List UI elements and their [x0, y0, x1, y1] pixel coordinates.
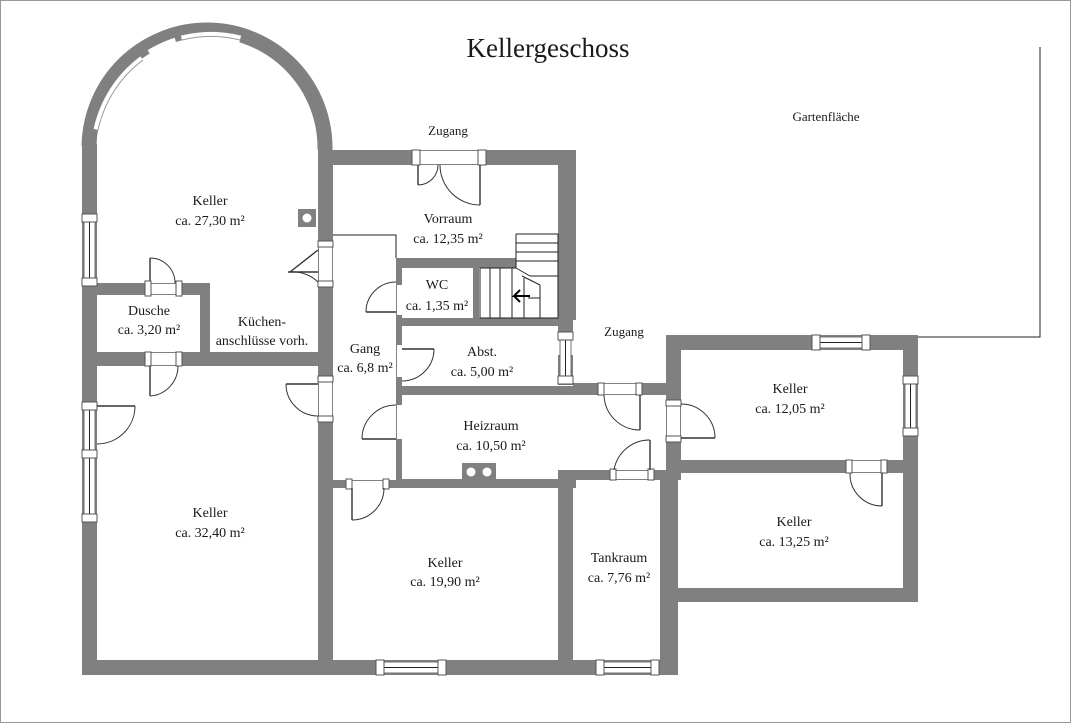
room-area: ca. 13,25 m²: [759, 535, 829, 550]
windows: [81, 213, 919, 676]
room-area: ca. 5,00 m²: [451, 365, 514, 380]
room-area: ca. 7,76 m²: [588, 571, 651, 586]
room-name: Dusche: [128, 304, 170, 319]
room-area: ca. 1,35 m²: [406, 299, 469, 314]
entrance-label-side: Zugang: [604, 324, 644, 339]
room-name: Keller: [193, 506, 228, 521]
chimney-icon: [298, 209, 316, 227]
room-name: Tankraum: [591, 551, 648, 566]
room-name: Abst.: [467, 345, 497, 360]
room-area: ca. 12,35 m²: [413, 232, 483, 247]
room-note: Küchen-: [238, 315, 287, 330]
room-area: ca. 27,30 m²: [175, 214, 245, 229]
room-name: Vorraum: [424, 212, 473, 227]
room-name: WC: [426, 278, 449, 293]
walls: [81, 22, 918, 675]
entrance-label-main: Zugang: [428, 123, 468, 138]
room-note: anschlüsse vorh.: [216, 334, 309, 349]
room-name: Keller: [193, 194, 228, 209]
boiler-icon: [462, 463, 496, 481]
room-area: ca. 10,50 m²: [456, 439, 526, 454]
doors: [96, 149, 888, 521]
room-area: ca. 32,40 m²: [175, 526, 245, 541]
room-name: Keller: [773, 382, 808, 397]
room-name: Gang: [350, 342, 380, 357]
garden-boundary: [918, 47, 1041, 338]
room-area: ca. 12,05 m²: [755, 402, 825, 417]
room-area: ca. 19,90 m²: [410, 575, 480, 590]
staircase: [479, 233, 559, 319]
room-area: ca. 3,20 m²: [118, 323, 181, 338]
arch-windows: [93, 31, 242, 132]
room-name: Keller: [428, 556, 463, 571]
page-title: Kellergeschoss: [467, 33, 630, 63]
labels: Kellergeschoss Gartenfläche Zugang Zugan…: [118, 33, 860, 590]
room-name: Keller: [777, 515, 812, 530]
gang-outline: [333, 234, 397, 258]
garden-label: Gartenfläche: [792, 109, 859, 124]
room-name: Heizraum: [463, 419, 518, 434]
room-area: ca. 6,8 m²: [337, 361, 393, 376]
